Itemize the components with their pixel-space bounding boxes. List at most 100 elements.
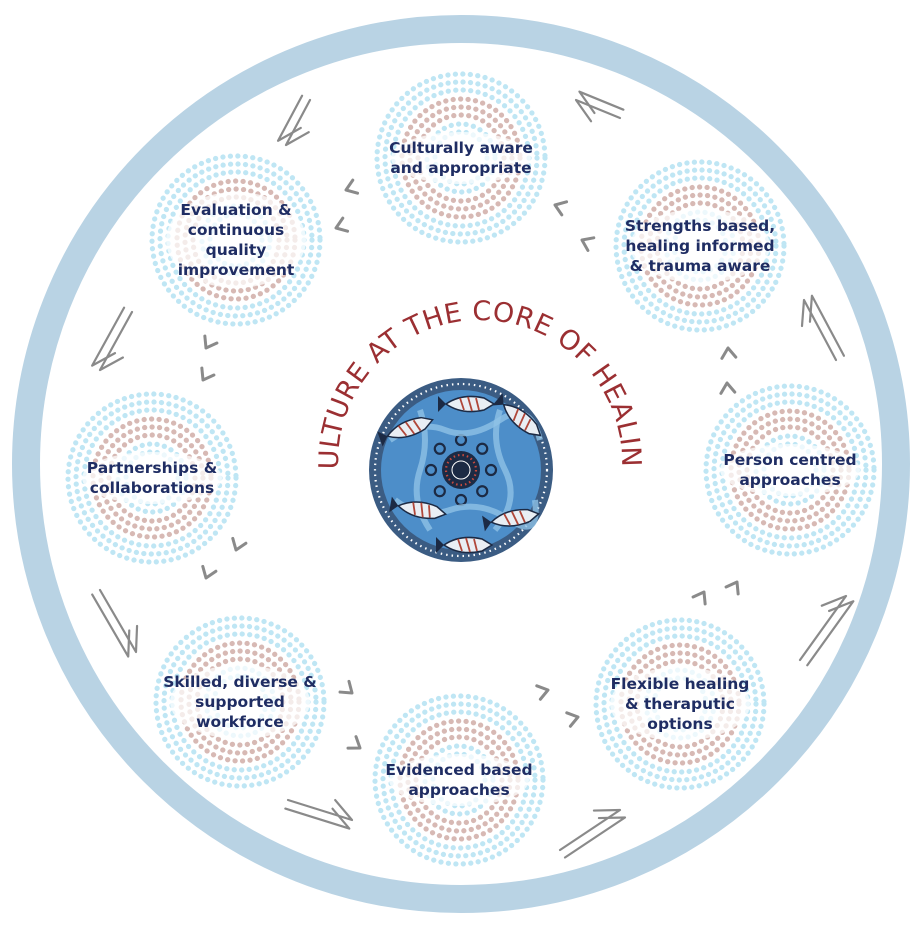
node-label-culturally-aware: Culturally aware and appropriate <box>389 139 533 177</box>
core-fish-shape <box>482 508 541 532</box>
node-label-backing <box>82 452 222 504</box>
node-dot-ring <box>149 153 323 327</box>
node-label-line: Partnerships & <box>87 459 217 477</box>
arrow-harpoon <box>800 298 838 362</box>
node-label-backing <box>170 665 310 739</box>
arrow-chevron <box>720 346 738 360</box>
node-label-line: improvement <box>178 261 295 279</box>
node-label-backing <box>720 444 860 496</box>
arrow-chevron <box>344 178 360 195</box>
arrow-chevron <box>565 711 580 728</box>
node-label-line: supported <box>195 693 285 711</box>
arrow-chevron <box>580 236 596 252</box>
core-stone <box>476 442 489 455</box>
node-label-line: Culturally aware <box>389 139 533 157</box>
node-evidenced-based <box>371 692 547 868</box>
arrow-harpoon <box>806 600 855 667</box>
node-dot-ring <box>73 399 231 557</box>
node-dot-ring <box>65 391 239 565</box>
node-label-person-centred: Person centred approaches <box>723 451 856 489</box>
node-label-backing <box>630 209 770 283</box>
arrows-layer <box>91 90 855 859</box>
node-dot-ring <box>613 159 787 333</box>
node-label-skilled-workforce: Skilled, diverse & supported workforce <box>163 673 317 731</box>
node-label-line: continuous <box>188 221 285 239</box>
arrow-chevron <box>346 735 362 750</box>
node-dot-ring <box>374 71 548 245</box>
arrow-chevron <box>535 684 550 701</box>
node-dot-ring <box>380 701 538 859</box>
nodes-layer <box>64 70 878 868</box>
node-label-backing <box>166 192 306 288</box>
node-person-centred <box>702 382 878 558</box>
node-label-line: Evidenced based <box>385 761 532 779</box>
arrow-chevron <box>203 334 219 350</box>
node-dot-ring <box>161 623 319 781</box>
node-dot-ring <box>703 383 877 557</box>
core-fish-shape <box>377 416 434 447</box>
arrow-harpoon <box>284 807 351 830</box>
node-label-line: Flexible healing <box>611 675 750 693</box>
node-dot-ring <box>382 79 540 237</box>
node-flexible-healing <box>592 616 768 792</box>
core-stone <box>476 485 489 498</box>
node-dot-ring <box>372 693 546 867</box>
node-dot-ring <box>621 167 779 325</box>
node-skilled-workforce <box>152 614 328 790</box>
core-stone <box>433 485 446 498</box>
core-emblem <box>369 378 553 562</box>
arrow-harpoon <box>284 98 312 147</box>
node-culturally-aware <box>373 70 549 246</box>
node-label-line: options <box>647 715 712 733</box>
core-center-hub <box>451 460 471 480</box>
node-label-line: approaches <box>408 781 509 799</box>
node-label-backing <box>610 667 750 741</box>
node-label-line: Skilled, diverse & <box>163 673 317 691</box>
core-fish-shape <box>389 496 448 520</box>
node-evaluation <box>148 152 324 328</box>
arrow-chevron <box>691 590 707 606</box>
core-fish-shape <box>492 393 542 437</box>
arrow-chevron <box>201 564 218 580</box>
arrow-harpoon <box>578 90 625 115</box>
arrow-harpoon <box>808 294 846 357</box>
arrow-harpoon <box>91 306 126 367</box>
node-label-line: approaches <box>739 471 840 489</box>
arrow-harpoon <box>558 808 622 852</box>
node-label-line: workforce <box>196 713 284 731</box>
node-label-strengths-based: Strengths based, healing informed & trauma… <box>625 217 775 275</box>
core-stone <box>433 442 446 455</box>
node-label-line: & trauma aware <box>630 257 771 275</box>
arrow-harpoon <box>98 310 134 372</box>
arrow-chevron <box>553 200 569 217</box>
node-dot-ring <box>593 617 767 791</box>
outer-ring <box>12 15 910 913</box>
arrow-chevron <box>334 216 350 233</box>
node-strengths-based <box>612 158 788 334</box>
core-stone <box>484 463 498 477</box>
arrow-chevron <box>200 366 216 382</box>
node-label-line: collaborations <box>90 479 214 497</box>
node-label-line: Person centred <box>723 451 856 469</box>
arrow-harpoon <box>798 594 848 662</box>
node-label-line: quality <box>206 241 267 259</box>
node-label-evidenced-based: Evidenced based approaches <box>385 761 532 799</box>
node-dot-ring <box>153 615 327 789</box>
node-label-partnerships: Partnerships & collaborations <box>87 459 217 497</box>
node-partnerships <box>64 390 240 566</box>
core-fish-shape <box>436 536 494 554</box>
core-dot-ring <box>373 382 549 558</box>
node-label-line: Strengths based, <box>625 217 775 235</box>
node-dot-ring <box>601 625 759 783</box>
node-label-line: healing informed <box>625 237 774 255</box>
core-center-meeting-place <box>442 451 480 489</box>
arrow-chevron <box>724 580 740 596</box>
node-label-backing <box>389 754 529 806</box>
arrow-chevron <box>231 536 248 552</box>
core-center-dots <box>444 453 478 487</box>
core-fish <box>377 393 542 554</box>
node-label-line: and appropriate <box>390 159 531 177</box>
